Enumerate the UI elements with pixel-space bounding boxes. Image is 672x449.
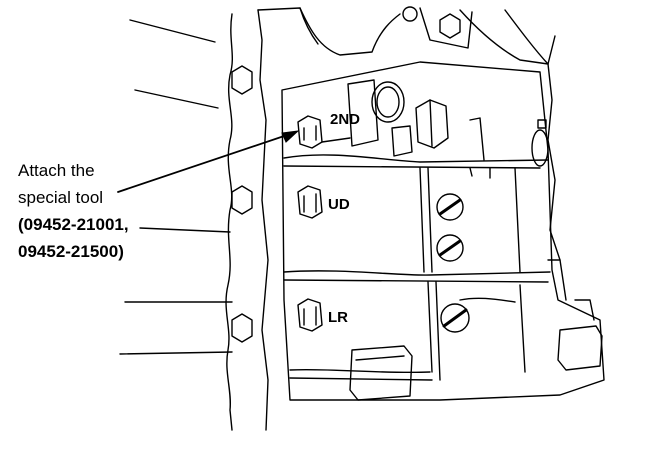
callout-arrowhead [281, 130, 300, 143]
housing-top-edge [257, 7, 401, 56]
valve-body-outline [281, 61, 605, 401]
port-label-2nd: 2ND [330, 111, 360, 128]
callout-line-1: Attach the [18, 161, 95, 180]
callout-line-2: special tool [18, 188, 103, 207]
slotted-screws [436, 193, 470, 333]
top-bolts [402, 6, 461, 39]
callout-text: Attach the special tool (09452-21001, 09… [18, 161, 129, 261]
port-label-lr: LR [328, 309, 348, 326]
callout-arrow-line [117, 131, 297, 193]
upper-large-bolt [391, 99, 449, 157]
port-ud-plug [297, 185, 323, 219]
port-2nd-plug [297, 115, 323, 149]
port-lr-plug [297, 298, 323, 332]
flange-bolts [231, 65, 253, 343]
callout-line-4: 09452-21500) [18, 242, 124, 261]
leader-lines [119, 19, 233, 355]
housing-left-edge [225, 13, 233, 431]
callout-line-3: (09452-21001, [18, 215, 129, 234]
upper-plug [347, 79, 405, 147]
housing-flange [257, 9, 269, 431]
port-label-ud: UD [328, 196, 350, 213]
lower-connectors [349, 299, 603, 401]
